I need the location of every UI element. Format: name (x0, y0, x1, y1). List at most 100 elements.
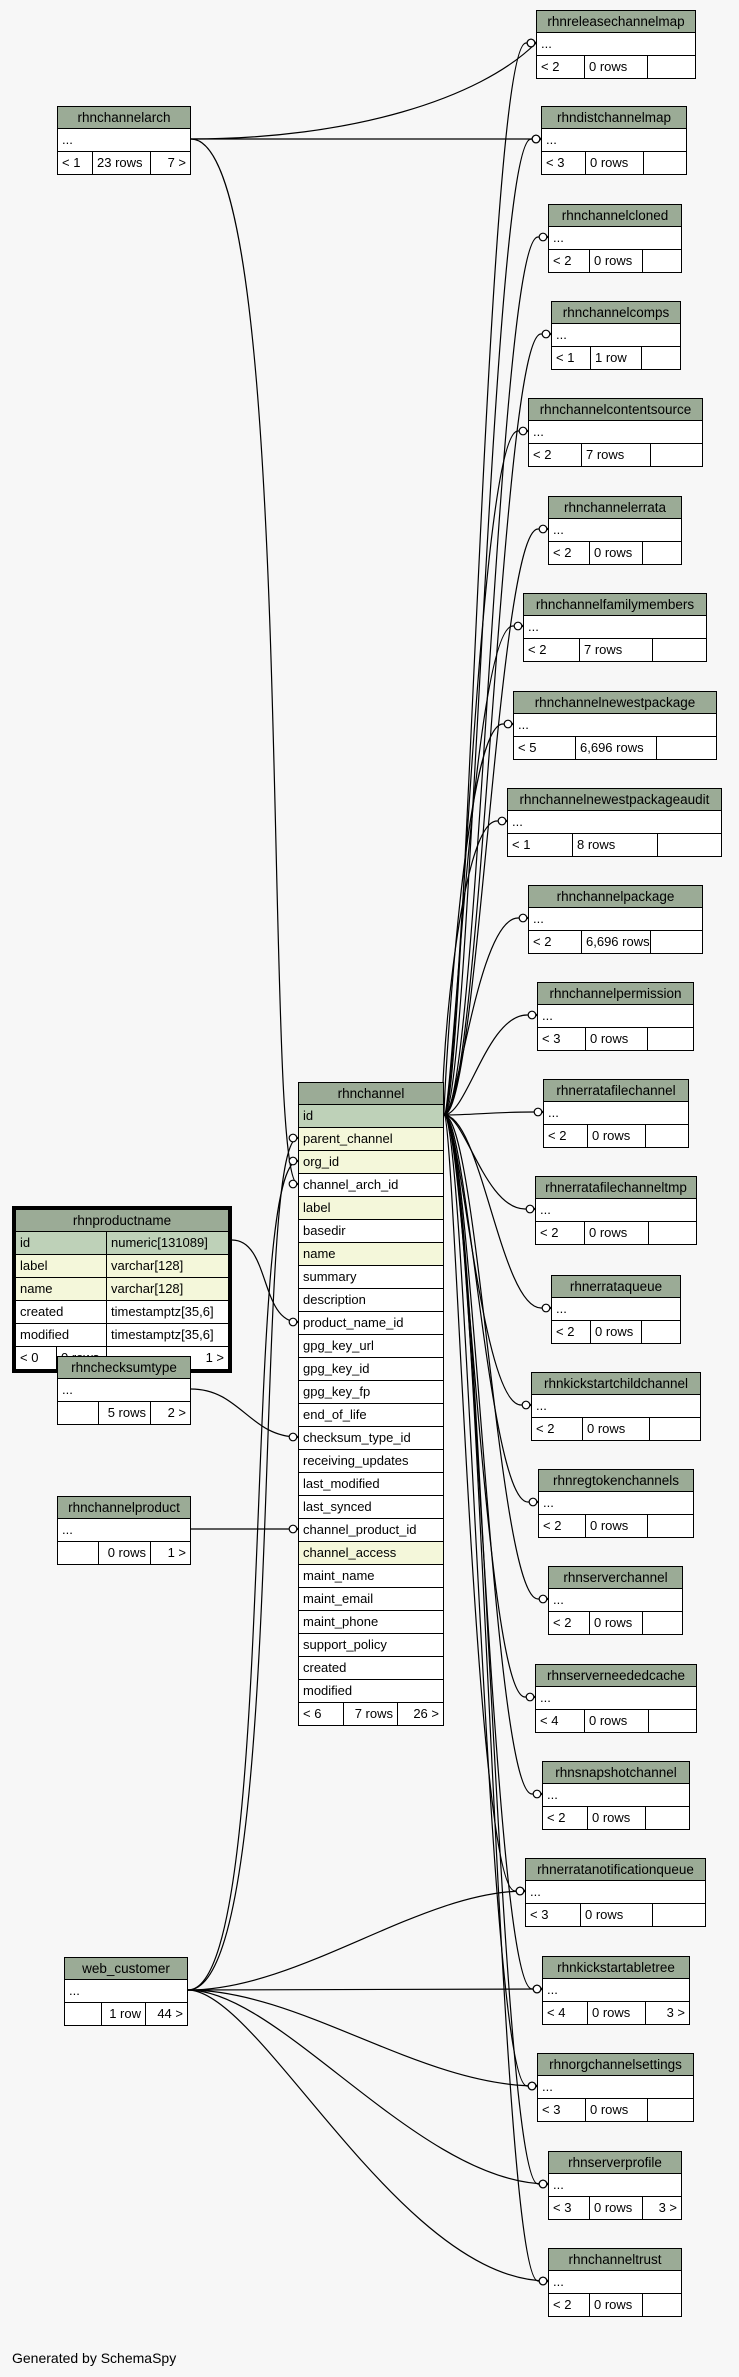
fk-end-marker (527, 1010, 537, 1020)
table-header[interactable]: rhnchannelerrata (549, 497, 681, 519)
table-header[interactable]: rhnserverprofile (549, 2152, 681, 2174)
column-row[interactable]: gpg_key_id (299, 1358, 443, 1381)
table-header[interactable]: rhnchannelfamilymembers (524, 594, 706, 616)
table-header[interactable]: rhnchecksumtype (58, 1357, 190, 1379)
table-header[interactable]: rhnkickstartabletree (543, 1957, 689, 1979)
column-row[interactable]: support_policy (299, 1634, 443, 1657)
table-header[interactable]: rhnerrataqueue (552, 1276, 680, 1298)
table-header[interactable]: rhnchannelnewestpackage (514, 692, 716, 714)
column-row[interactable]: maint_name (299, 1565, 443, 1588)
table-header[interactable]: rhndistchannelmap (542, 107, 686, 129)
column-row[interactable]: end_of_life (299, 1404, 443, 1427)
column-row[interactable]: parent_channel (299, 1128, 443, 1151)
column-row[interactable]: id (299, 1105, 443, 1128)
column-row[interactable]: last_modified (299, 1473, 443, 1496)
table-header[interactable]: rhnchannelproduct (58, 1497, 190, 1519)
column-name: created (303, 1660, 347, 1675)
parent-count: < 1 (556, 350, 575, 365)
table-header[interactable]: rhnchannelcloned (549, 205, 681, 227)
table-header[interactable]: rhnchanneltrust (549, 2249, 681, 2271)
column-row[interactable]: gpg_key_fp (299, 1381, 443, 1404)
table-header[interactable]: rhnorgchannelsettings (538, 2054, 693, 2076)
column-row[interactable]: gpg_key_url (299, 1335, 443, 1358)
column-row[interactable]: created (299, 1657, 443, 1680)
table-header[interactable]: rhnserverneededcache (536, 1665, 696, 1687)
column-row[interactable]: channel_arch_id (299, 1174, 443, 1197)
column-row[interactable]: label (299, 1197, 443, 1220)
column-row[interactable]: maint_phone (299, 1611, 443, 1634)
fk-end-marker (288, 1317, 298, 1327)
column-row[interactable]: basedir (299, 1220, 443, 1243)
table-header[interactable]: rhnsnapshotchannel (543, 1762, 689, 1784)
table-header[interactable]: rhnerratanotificationqueue (526, 1859, 705, 1881)
table-header[interactable]: rhnchannel (299, 1083, 443, 1105)
column-row[interactable]: modified (299, 1680, 443, 1703)
column-row[interactable]: last_synced (299, 1496, 443, 1519)
table-header[interactable]: rhnserverchannel (549, 1567, 682, 1589)
table-header[interactable]: rhnregtokenchannels (539, 1470, 693, 1492)
table-header[interactable]: rhnerratafilechanneltmp (536, 1177, 696, 1199)
table-header[interactable]: rhnproductname (16, 1210, 228, 1232)
table-header[interactable]: web_customer (65, 1958, 187, 1980)
column-row[interactable]: receiving_updates (299, 1450, 443, 1473)
table-header[interactable]: rhnreleasechannelmap (537, 11, 695, 33)
table-header[interactable]: rhnchannelnewestpackageaudit (508, 789, 721, 811)
column-row[interactable]: checksum_type_id (299, 1427, 443, 1450)
table-header[interactable]: rhnchannelarch (58, 107, 190, 129)
column-row[interactable]: org_id (299, 1151, 443, 1174)
column-row[interactable]: summary (299, 1266, 443, 1289)
column-row[interactable]: maint_email (299, 1588, 443, 1611)
table-header[interactable]: rhnkickstartchildchannel (532, 1373, 700, 1395)
table-header[interactable]: rhnchannelpackage (529, 886, 702, 908)
table-header[interactable]: rhnchannelcomps (552, 302, 680, 324)
column-row[interactable]: channel_access (299, 1542, 443, 1565)
row-count: 0 rows (589, 2294, 642, 2316)
parent-count: < 5 (518, 740, 537, 755)
column-row[interactable]: product_name_id (299, 1312, 443, 1335)
column-row[interactable]: description (299, 1289, 443, 1312)
table-header[interactable]: rhnchannelcontentsource (529, 399, 702, 421)
table-header[interactable]: rhnchannelpermission (538, 983, 693, 1005)
column-row[interactable]: channel_product_id (299, 1519, 443, 1542)
table-header[interactable]: rhnerratafilechannel (544, 1080, 688, 1102)
column-name: parent_channel (303, 1131, 393, 1146)
column-row[interactable]: name (299, 1243, 443, 1266)
row-count: 0 rows (585, 1515, 647, 1537)
